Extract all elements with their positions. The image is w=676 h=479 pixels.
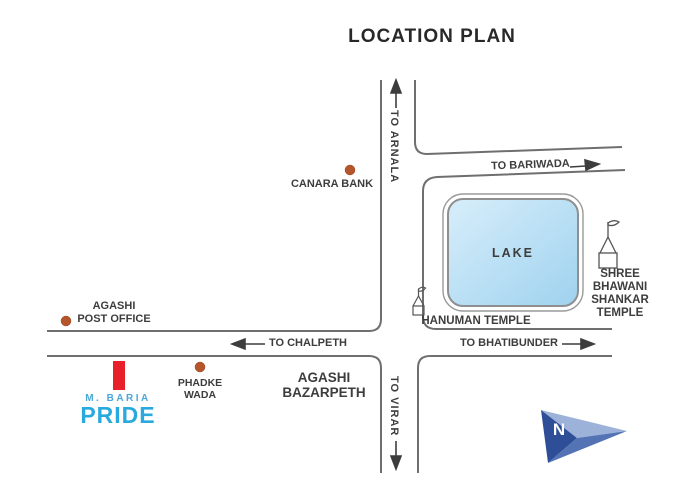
shree-temple-icon [598,220,621,269]
project-marker [113,361,125,390]
road-label-chalpeth: TO CHALPETH [268,337,348,349]
north-label: N [552,420,566,439]
post-office-dot [60,315,72,327]
project-brand-label: M. BARIA [85,393,151,404]
page-title: LOCATION PLAN [348,26,516,47]
north-arrow-bottom-facet [548,431,627,463]
hanuman-temple-icon [412,286,427,316]
roads [47,80,626,473]
shree-temple-flag [607,220,621,227]
landmark-label-phadke-wada: PHADKE WADA [177,377,223,402]
lake-outer-outline [442,193,584,312]
north-arrow-top-facet [541,410,627,438]
arnala-arrow-head [389,77,403,94]
north-arrow-left-facet [541,410,577,463]
hanuman-temple-flag [417,286,427,292]
road-edge-topleft-block [47,80,382,332]
bariwada-arrow-shaft [569,165,587,168]
lake-shape [442,193,584,312]
lake-label: LAKE [491,246,535,260]
shree-temple-roof [599,235,617,254]
landmark-label-post-office: AGASHI POST OFFICE [77,300,151,325]
project-name-label: PRIDE [80,402,156,428]
road-label-virar: TO VIRAR [388,376,400,437]
landmark-label-shree-temple: SHREE BHAWANI SHANKAR TEMPLE [591,268,649,319]
road-label-bhatibunder: TO BHATIBUNDER [460,337,558,349]
road-edge-lake-block [422,169,626,330]
road-edge-arnala-bariwada [414,80,623,156]
road-edge-bottomleft-block [47,355,382,473]
shree-temple-base [598,252,618,269]
bhatibunder-arrow-head [580,337,597,351]
direction-arrows [229,77,602,472]
chalpeth-arrow-head [229,337,246,351]
road-label-arnala: TO ARNALA [388,110,400,184]
north-arrow-icon [541,410,627,463]
phadke-wada-dot [194,361,206,373]
canara-bank-dot [344,164,356,176]
landmark-label-canara-bank: CANARA BANK [290,178,374,190]
landmark-label-hanuman-temple: HANUMAN TEMPLE [421,315,531,327]
road-edge-bottomright-block [417,355,612,473]
hanuman-temple-base [412,305,425,316]
area-label-agashi-bazarpeth: AGASHI BAZARPETH [282,370,366,401]
lake-water [447,198,579,307]
virar-arrow-head [389,455,403,472]
bariwada-arrow-head [584,158,602,172]
